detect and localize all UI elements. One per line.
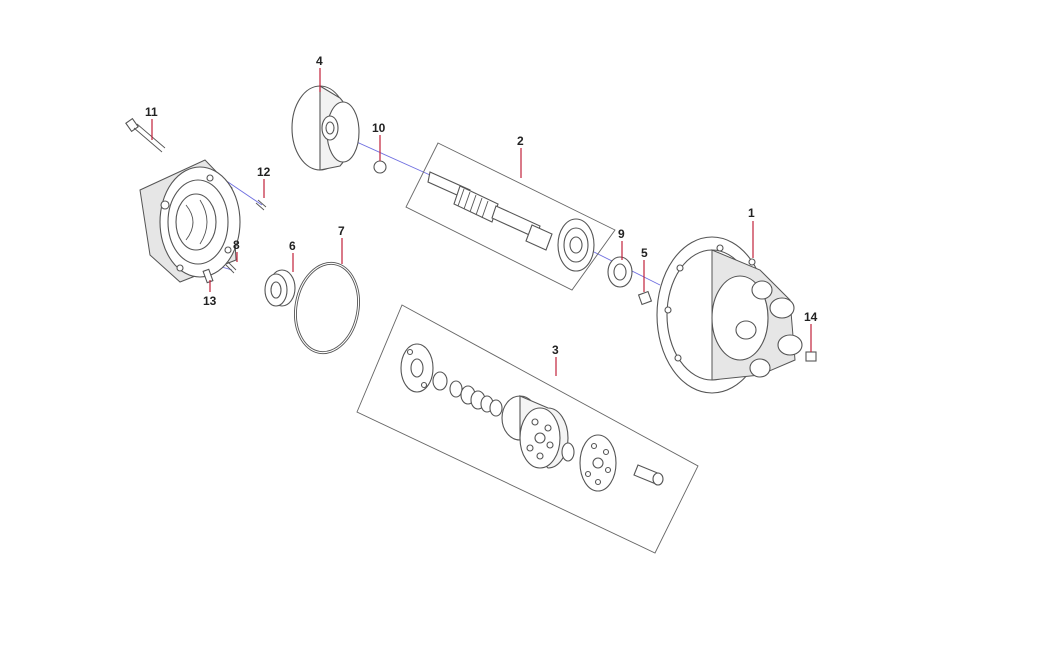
callout-6: 6 [289, 239, 296, 253]
motor-case-1 [656, 236, 803, 394]
callout-10: 10 [372, 121, 386, 135]
thrust-plate-3f [579, 434, 617, 492]
group-frame-3 [356, 304, 699, 554]
o-ring-7 [294, 261, 360, 355]
bearing-6 [264, 269, 296, 307]
spacer-ring-3e [561, 442, 575, 462]
callout-7: 7 [338, 224, 345, 238]
callout-3: 3 [552, 343, 559, 357]
cylinder-block-3d [501, 395, 569, 469]
valve-plate-3a [400, 343, 434, 393]
cam-ring-4 [291, 85, 360, 171]
callout-13: 13 [203, 294, 217, 308]
callout-12: 12 [257, 165, 271, 179]
callout-4: 4 [316, 54, 323, 68]
callout-5: 5 [641, 246, 648, 260]
nut-9 [607, 256, 633, 288]
pin-8 [225, 261, 237, 274]
callout-14: 14 [804, 310, 818, 324]
group-frame-2 [405, 142, 616, 291]
callout-9: 9 [618, 227, 625, 241]
drive-shaft-2 [427, 171, 595, 272]
callout-11: 11 [145, 105, 158, 119]
pin-12 [255, 199, 267, 211]
spring-assembly-3c [449, 380, 503, 417]
bolt-11 [125, 117, 166, 153]
piston-3g [633, 464, 664, 486]
rear-cover-housing [139, 159, 241, 283]
plug-5 [637, 290, 653, 306]
leader-lines [151, 68, 812, 376]
callout-1: 1 [748, 206, 755, 220]
snap-ring-3b [432, 371, 448, 391]
callout-2: 2 [517, 134, 524, 148]
callout-8: 8 [233, 238, 240, 252]
plug-14 [805, 351, 817, 362]
ball-10 [373, 160, 387, 174]
